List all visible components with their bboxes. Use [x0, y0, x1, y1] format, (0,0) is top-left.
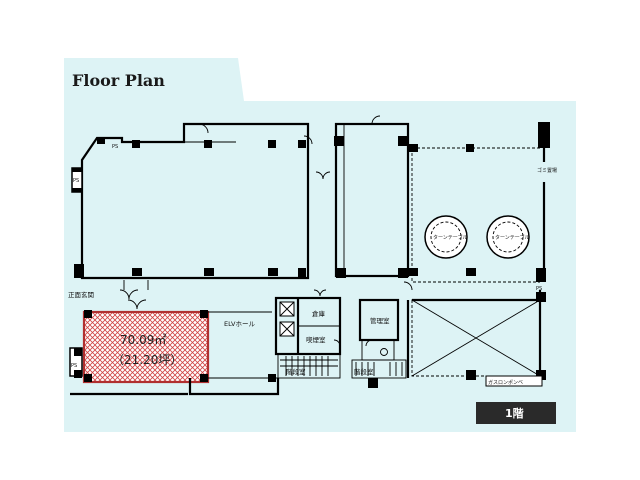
management-room-label: 管理室 [370, 316, 390, 325]
lower-left-walls [69, 311, 280, 396]
stairs-right [351, 300, 410, 388]
entrance-label: 正面玄関 [68, 290, 94, 299]
ps-label-right: PS [536, 286, 542, 292]
middle-room [315, 115, 413, 291]
unit-area-tsubo: （21.20坪） [112, 353, 182, 367]
ps-label-left-lower: PS [71, 363, 77, 369]
stairs-right-label: 階段室 [354, 367, 374, 376]
floor-badge-label: 1階 [505, 406, 524, 420]
turntable-1-label: ターンテーブル [433, 234, 467, 241]
lower-right-bay [411, 290, 546, 387]
ps-label-top: PS [112, 144, 118, 150]
stairs-left [277, 353, 341, 379]
ps-label-left: PS [73, 178, 79, 184]
gas-pump-label: ガスロンポンベ [488, 379, 523, 386]
page-title: Floor Plan [72, 71, 165, 90]
main-entrance [119, 280, 149, 310]
stairs-left-label: 階段室 [286, 367, 306, 376]
smoking-room-label: 喫煙室 [306, 335, 326, 344]
unit-area-m2: 70.09㎡ [120, 333, 166, 347]
trash-area-label: ゴミ置場 [537, 167, 557, 174]
elv-hall-label: ELVホール [224, 320, 255, 328]
turntable-2-label: ターンテーブル [495, 234, 529, 241]
floor-badge: 1階 [476, 402, 556, 424]
left-large-room [71, 122, 313, 280]
storage-label: 倉庫 [312, 309, 326, 318]
highlighted-unit [82, 310, 210, 384]
right-room [408, 122, 550, 283]
